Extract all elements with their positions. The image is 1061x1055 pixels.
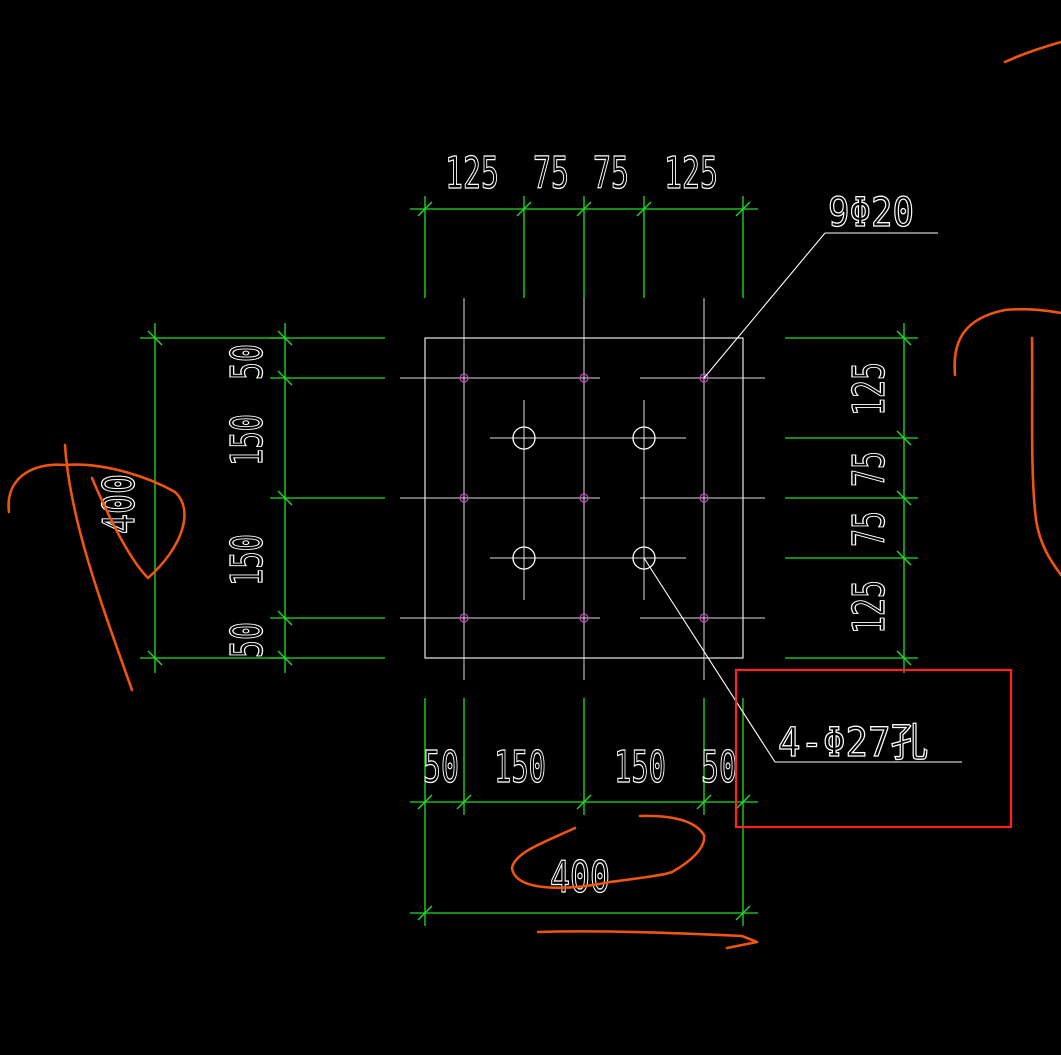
rebar-marker xyxy=(699,613,709,623)
bolt-hole xyxy=(632,426,656,450)
top-dim-label: 75 xyxy=(533,148,569,199)
top-dimension-labels: 125 75 75 125 xyxy=(444,147,718,199)
bottom-dimension-labels: 50 150 150 50 xyxy=(422,741,737,793)
bolt-hole xyxy=(512,546,536,570)
bottom-dim-label: 150 xyxy=(614,742,666,793)
bottom-dim-label: 50 xyxy=(701,742,737,793)
rebar-marker xyxy=(459,373,469,383)
rebar-marker xyxy=(579,493,589,503)
left-dim-label: 150 xyxy=(222,414,273,466)
rebar-callout: 9Φ20 xyxy=(703,189,938,379)
hole-callout-label: 4-Φ27孔 xyxy=(778,720,928,766)
hole-center-lines xyxy=(490,400,686,600)
rebar-grid-vertical-lines xyxy=(463,298,705,680)
top-dim-label: 75 xyxy=(593,148,629,199)
markup-stroke xyxy=(536,930,759,950)
rebar-marker xyxy=(699,493,709,503)
rebar-marker xyxy=(459,493,469,503)
bolt-hole xyxy=(512,426,536,450)
bottom-dim-label: 50 xyxy=(423,742,459,793)
bottom-dimension-chain xyxy=(410,698,758,815)
bolt-holes xyxy=(512,426,656,570)
overall-height-label: 400 xyxy=(94,474,145,534)
right-dim-label: 125 xyxy=(844,362,895,416)
left-dim-label: 150 xyxy=(222,534,273,586)
rebar-markers xyxy=(459,373,709,623)
rebar-marker xyxy=(579,613,589,623)
left-dimension-labels: 50 150 150 50 xyxy=(221,343,273,658)
hole-callout: 4-Φ27孔 xyxy=(643,557,962,767)
markup-stroke xyxy=(1003,40,1061,64)
rebar-marker xyxy=(579,373,589,383)
left-overall-dimension xyxy=(140,323,285,673)
top-dim-label: 125 xyxy=(445,148,499,199)
right-dimension-labels: 125 75 75 125 xyxy=(843,361,895,634)
markup-stroke xyxy=(63,443,134,692)
right-dim-label: 75 xyxy=(844,511,895,547)
left-dimension-chain xyxy=(270,323,385,673)
rebar-marker xyxy=(459,613,469,623)
rebar-grid-horizontal-lines xyxy=(400,377,765,619)
left-dim-label: 50 xyxy=(222,344,273,380)
top-dimension-chain xyxy=(410,196,758,298)
right-dim-label: 125 xyxy=(844,580,895,634)
bottom-dim-label: 150 xyxy=(494,742,546,793)
overall-width-label: 400 xyxy=(550,852,610,903)
markup-stroke xyxy=(510,814,706,890)
right-dim-label: 75 xyxy=(844,451,895,487)
rebar-callout-label: 9Φ20 xyxy=(828,190,914,236)
bottom-overall-dimension xyxy=(410,815,758,926)
left-dim-label: 50 xyxy=(222,622,273,658)
markup-stroke xyxy=(7,463,186,580)
top-dim-label: 125 xyxy=(664,148,718,199)
bolt-hole xyxy=(632,546,656,570)
right-dimension-chain xyxy=(785,323,918,673)
markup-stroke xyxy=(1030,336,1061,577)
highlight-box xyxy=(734,668,1013,829)
hand-markups xyxy=(7,40,1061,950)
rebar-marker xyxy=(699,373,709,383)
markup-stroke xyxy=(953,307,1061,377)
